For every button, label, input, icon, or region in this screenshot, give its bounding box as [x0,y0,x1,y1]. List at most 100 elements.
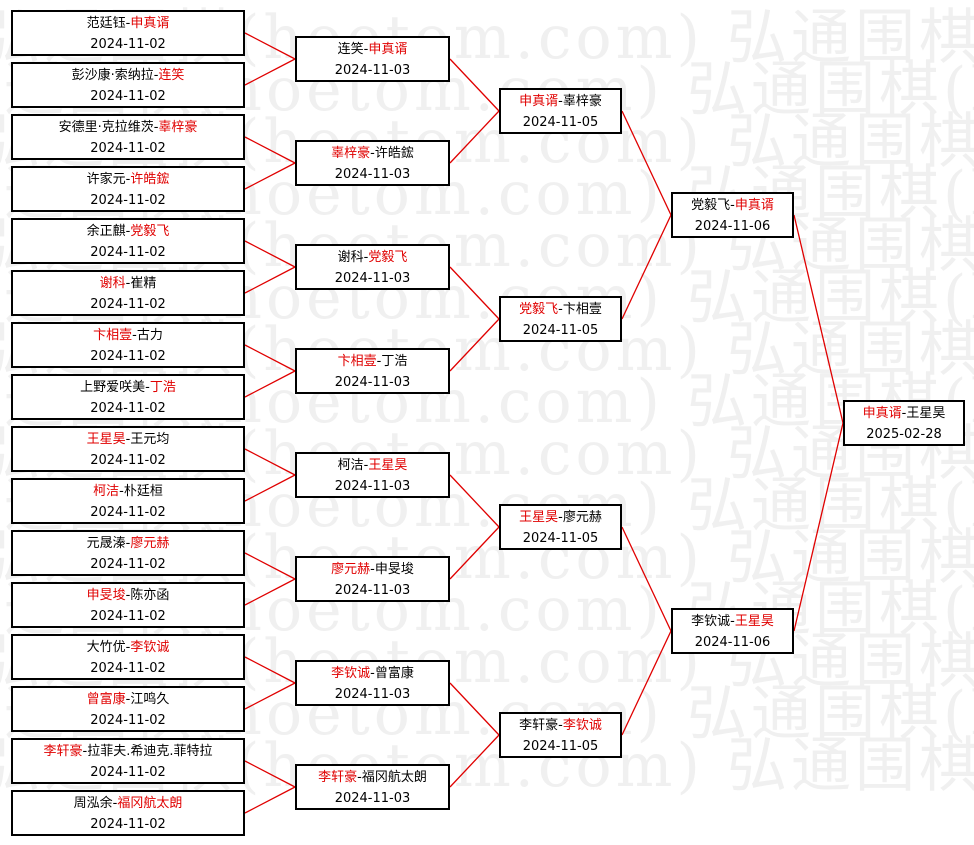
bracket-connector-line [244,58,296,86]
player-separator: - [125,536,131,551]
match-date: 2024-11-03 [334,583,411,598]
player-name: 谢科 [337,250,364,265]
player-separator: - [125,16,131,31]
bracket-connector-line [449,682,500,736]
player-name: 卞相壹 [93,328,133,343]
match-players: 谢科-党毅飞 [297,247,448,268]
bracket-connector-line [449,266,500,320]
match-players: 申真谞-辜梓豪 [501,91,620,112]
bracket-connector-line [793,422,844,632]
match-date: 2024-11-03 [334,271,411,286]
player-name: 彭沙康·索纳拉 [71,68,154,83]
player-name: 廖元赫 [130,536,170,551]
match-players: 王星昊-王元均 [13,429,243,450]
match-date: 2024-11-03 [334,167,411,182]
match-players: 廖元赫-申旻埈 [297,559,448,580]
player-name: 王星昊 [368,458,408,473]
match-date: 2024-11-02 [90,193,166,208]
player-name: 朴廷桓 [123,484,163,499]
match-players: 李轩豪-李钦诚 [501,715,620,736]
player-name: 申旻埈 [86,588,126,603]
player-name: 卞相壹 [337,354,377,369]
player-name: 辜梓豪 [331,146,371,161]
player-separator: - [357,770,362,785]
player-separator: - [125,224,131,239]
bracket-connector-line [244,136,296,164]
match-players: 大竹优-李钦诚 [13,637,243,658]
player-separator: - [153,120,159,135]
match-date: 2024-11-05 [522,531,599,546]
player-name: 曾富康 [374,666,414,681]
match-date: 2024-11-02 [90,505,166,520]
bracket-connector-line [244,32,296,60]
player-name: 党毅飞 [691,198,731,213]
match-date: 2024-11-02 [90,453,166,468]
match-players: 李轩豪-拉菲夫.希迪克.菲特拉 [13,741,243,762]
player-name: 古力 [136,328,163,343]
player-separator: - [363,42,369,57]
player-name: 辜梓豪 [158,120,198,135]
player-separator: - [901,406,907,421]
player-name: 卞相壹 [562,302,602,317]
player-separator: - [363,250,369,265]
match-date: 2024-11-06 [694,219,771,234]
player-name: 申真谞 [519,94,559,109]
player-name: 大竹优 [86,640,126,655]
player-name: 王元均 [130,432,170,447]
bracket-connector-line [621,214,672,320]
player-name: 李钦诚 [130,640,170,655]
match-box-round1: 彭沙康·索纳拉-连笑 2024-11-02 [11,62,245,108]
bracket-connector-line [621,526,672,632]
player-separator: - [730,614,735,629]
player-name: 安德里·克拉维茨 [58,120,154,135]
player-name: 李轩豪 [43,744,83,759]
bracket-connector-line [244,656,296,684]
bracket-connector-line [244,370,296,398]
match-players: 柯洁-朴廷桓 [13,481,243,502]
player-separator: - [82,744,88,759]
player-separator: - [370,562,375,577]
match-players: 李轩豪-福冈航太朗 [297,767,448,788]
player-name: 申真谞 [862,406,902,421]
player-name: 李轩豪 [519,718,559,733]
player-name: 李钦诚 [562,718,602,733]
bracket-connector-line [244,266,296,294]
match-players: 卞相壹-古力 [13,325,243,346]
match-date: 2024-11-02 [90,765,166,780]
match-players: 余正麒-党毅飞 [13,221,243,242]
player-name: 周泓余 [73,796,113,811]
player-name: 王星昊 [906,406,946,421]
match-date: 2024-11-02 [90,609,166,624]
bracket-connector-line [449,318,500,372]
bracket-connector-line [244,344,296,372]
player-name: 党毅飞 [519,302,559,317]
match-date: 2024-11-02 [90,37,166,52]
player-name: 连笑 [158,68,185,83]
bracket-connector-line [244,578,296,606]
match-date: 2024-11-02 [90,817,166,832]
player-name: 陈亦函 [130,588,170,603]
player-name: 拉菲夫.希迪克.菲特拉 [87,744,213,759]
player-name: 王星昊 [86,432,126,447]
bracket-connector-line [244,786,296,814]
match-players: 曾富康-江鸣久 [13,689,243,710]
player-separator: - [119,484,124,499]
player-name: 廖元赫 [331,562,371,577]
match-date: 2024-11-02 [90,89,166,104]
match-players: 彭沙康·索纳拉-连笑 [13,65,243,86]
match-box-round1: 李轩豪-拉菲夫.希迪克.菲特拉 2024-11-02 [11,738,245,784]
player-name: 谢科 [99,276,126,291]
match-players: 辜梓豪-许皓鋐 [297,143,448,164]
